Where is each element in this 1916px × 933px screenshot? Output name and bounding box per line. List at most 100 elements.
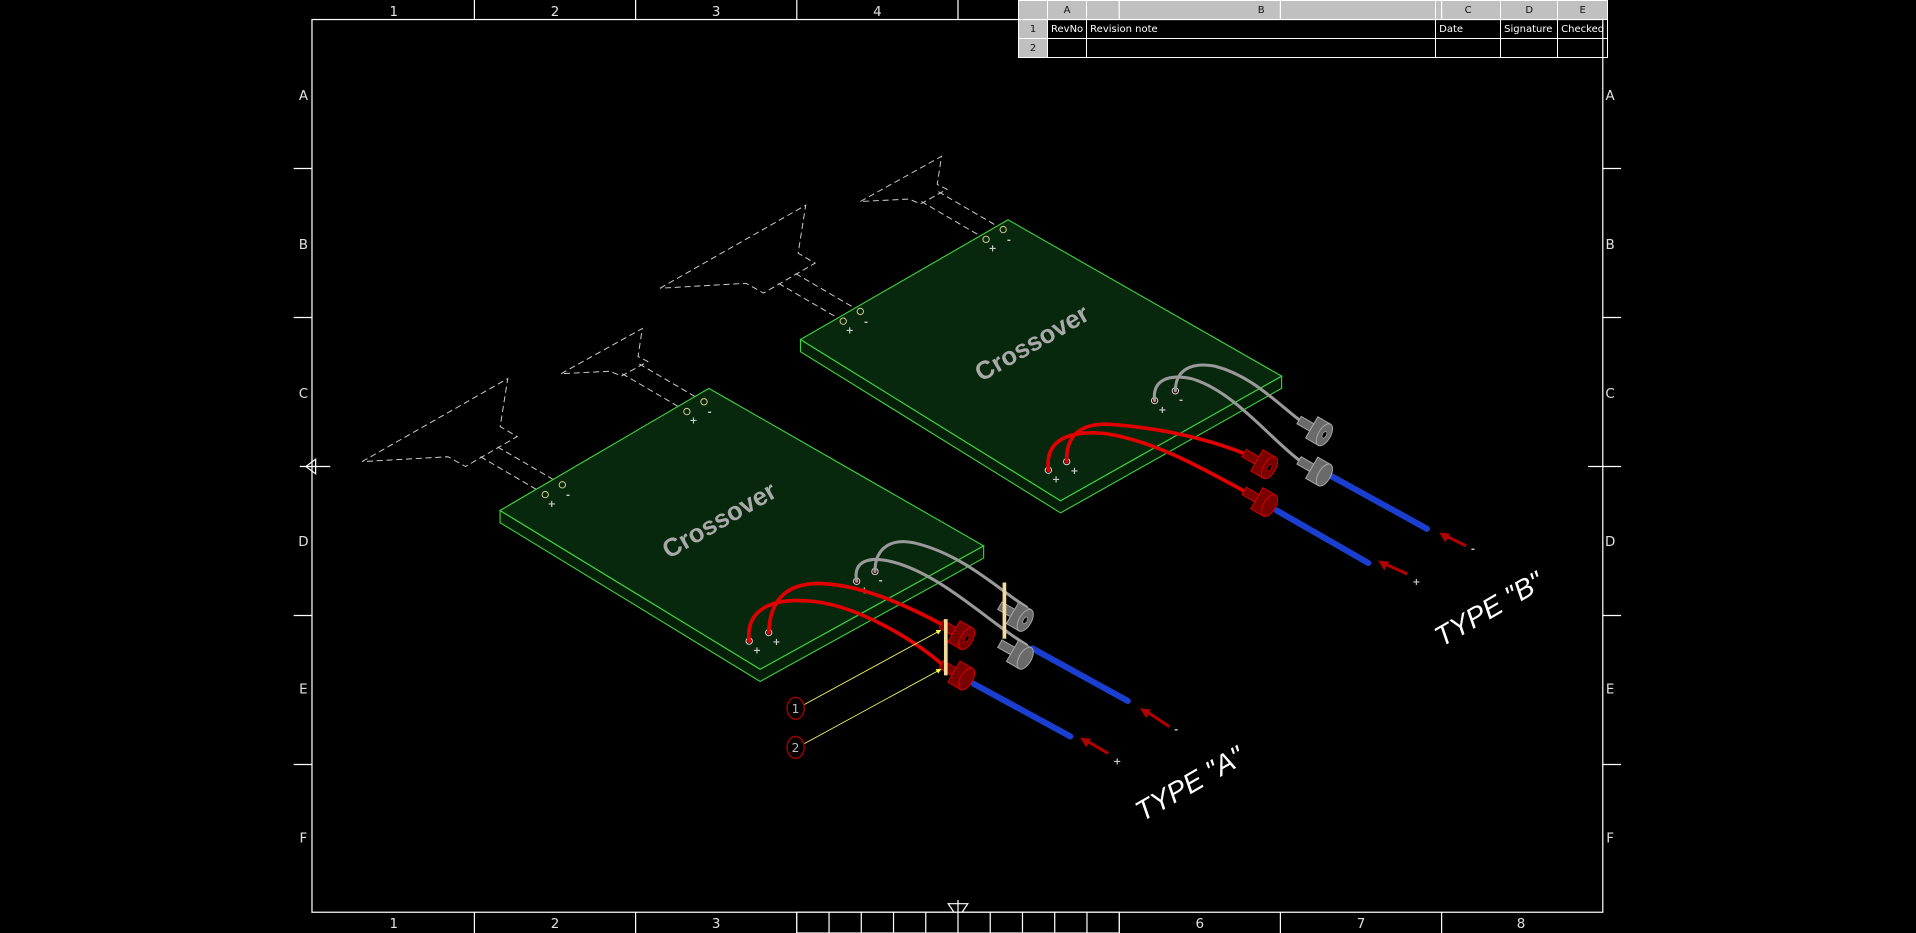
type-b-label: TYPE "B" [1429,565,1550,653]
terminal-plus: + [548,499,556,510]
zone-row-label: C [299,387,308,402]
revision-table-header-row: A B C D E [1018,0,1609,20]
zone-column-label: 2 [551,917,560,932]
column-header: D [1500,0,1559,20]
wire-red [1046,431,1249,494]
zone-row-label: F [1606,832,1614,847]
rod-end-plus: + [1113,756,1121,767]
rod-end-minus: - [1174,725,1178,736]
insert-arrows: - + - + [1080,532,1475,767]
callout-number: 1 [792,702,800,716]
gray-connector[interactable] [1293,410,1336,449]
terminal-plus: + [846,325,854,336]
terminal-plus: + [772,637,780,648]
wire-red [1064,422,1249,464]
terminal-minus: - [1179,395,1183,406]
insert-arrow [1445,534,1467,548]
terminal-minus: - [1007,235,1011,246]
blue-rod [1328,473,1430,532]
red-connector[interactable] [1238,480,1281,519]
tweeter-outline [860,155,1004,240]
zone-labels: 1 2 3 4 1 2 3 6 7 8 A A B B C C D D E E F F [298,5,1615,932]
rod-end-minus: - [1471,544,1475,555]
column-header: E [1557,0,1609,20]
wire-gray [1173,363,1303,423]
zone-column-label: 7 [1357,917,1366,932]
terminal-minus: - [879,576,883,587]
blue-rod [970,680,1074,740]
zone-row-label: B [1606,238,1615,253]
zone-column-label: 1 [390,5,399,20]
terminal-hole [683,407,691,416]
row-header: 2 [1018,38,1048,58]
column-header: A [1046,0,1088,20]
terminal-hole [700,398,708,406]
insert-arrow [1384,562,1409,576]
zone-column-label: 4 [873,5,882,20]
callout-2[interactable]: 2 [786,735,805,760]
column-header: C [1435,0,1502,20]
terminal-hole [856,307,864,316]
gray-connector[interactable] [1293,450,1336,489]
woofer-outline [659,204,861,322]
type-a-label: TYPE "A" [1130,739,1251,827]
zone-row-label: A [299,89,309,104]
zone-column-label: 8 [1517,917,1526,932]
terminal-hole [982,235,990,244]
terminal-plus: + [1070,466,1078,477]
cell[interactable] [1046,38,1088,58]
zone-column-label: 2 [551,5,560,20]
terminal-hole [558,481,566,489]
zone-row-label: D [298,535,308,550]
connectors [935,410,1336,693]
zone-row-label: A [1606,89,1616,104]
terminal-plus: + [989,244,997,255]
zone-row-label: E [299,683,307,698]
blue-rod [1029,645,1131,705]
terminal-hole [541,490,549,499]
zone-column-label: 6 [1196,917,1205,932]
red-connector[interactable] [935,613,978,652]
corner-cell [1018,0,1048,20]
zone-column-label: 1 [390,917,399,932]
terminal-plus: + [753,645,761,656]
zone-column-label: 3 [712,917,721,932]
gray-connector[interactable] [994,633,1037,672]
blue-rods [970,473,1430,740]
cell[interactable] [1500,38,1559,58]
column-header: B [1086,0,1437,20]
rod-end-plus: + [1412,577,1420,588]
revision-table: A B C D E 1 RevNo Revision note Date Sig… [1018,0,1609,58]
callout-number: 2 [792,741,800,755]
speaker-outlines [361,155,1004,496]
zone-row-label: D [1605,535,1615,550]
insert-arrow [1146,710,1171,728]
crossover-board-a[interactable]: Crossover [498,387,985,683]
tweeter-outline [560,327,705,412]
zone-column-label: 3 [712,5,721,20]
insert-arrow [1086,739,1109,755]
zone-row-label: F [300,832,308,847]
zone-row-label: C [1605,387,1614,402]
terminal-hole [839,317,847,325]
terminal-minus: - [708,407,712,418]
table-row: 2 [1018,38,1609,58]
terminal-minus: - [566,490,570,501]
pins [943,582,1007,676]
zone-row-label: E [1606,683,1614,698]
red-connector[interactable] [935,654,978,693]
row-header: 1 [1018,19,1048,39]
callout-1[interactable]: 1 [786,696,805,721]
terminal-minus: - [864,317,868,328]
cell[interactable] [1557,38,1609,58]
terminal-hole [999,225,1007,234]
zone-row-label: B [299,238,308,253]
red-connector[interactable] [1238,442,1281,481]
wire-gray [1152,375,1303,464]
drawing-frame [293,0,1622,933]
terminal-plus: + [1052,474,1060,485]
terminal-plus: + [1158,405,1166,416]
blue-rod [1273,507,1372,567]
wire-gray [854,557,1028,647]
